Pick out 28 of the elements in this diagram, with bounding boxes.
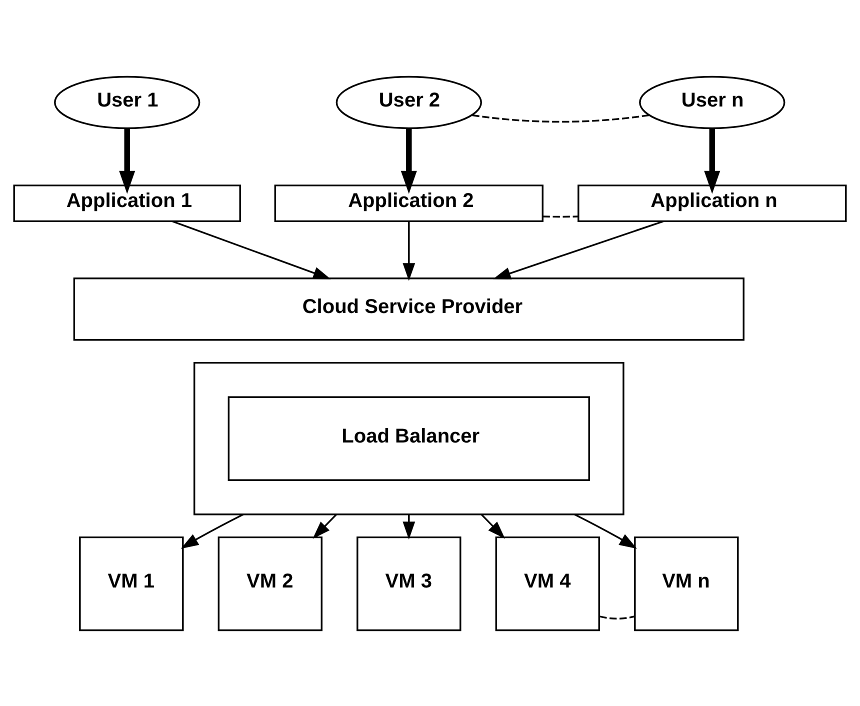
node-box: Cloud Service Provider — [73, 277, 744, 340]
arrow — [574, 513, 637, 548]
arrow — [400, 128, 417, 194]
arrow — [402, 514, 416, 539]
node-ellipse: User 1 — [54, 75, 200, 129]
arrow — [172, 220, 331, 279]
arrow — [492, 220, 664, 279]
node-box: Application 2 — [274, 184, 544, 222]
node-box: Application 1 — [13, 184, 241, 222]
arrow — [119, 128, 136, 194]
node-box: VM 1 — [79, 536, 184, 631]
arrow — [704, 128, 720, 194]
cluster — [193, 361, 624, 515]
connector — [542, 215, 578, 218]
node-box: VM n — [634, 536, 739, 631]
arrow — [480, 513, 506, 538]
connector — [600, 615, 634, 620]
node-box: VM 4 — [495, 536, 600, 631]
node-box: Load Balancer — [228, 396, 590, 480]
connector — [472, 114, 649, 122]
node-box: VM 2 — [218, 536, 322, 631]
node-ellipse: User 2 — [336, 75, 482, 129]
node-ellipse: User n — [639, 75, 786, 129]
arrow — [180, 513, 244, 548]
node-box: Application n — [578, 184, 847, 222]
node-box: VM 3 — [356, 536, 462, 631]
arrow — [402, 220, 416, 280]
arrow — [312, 513, 337, 538]
